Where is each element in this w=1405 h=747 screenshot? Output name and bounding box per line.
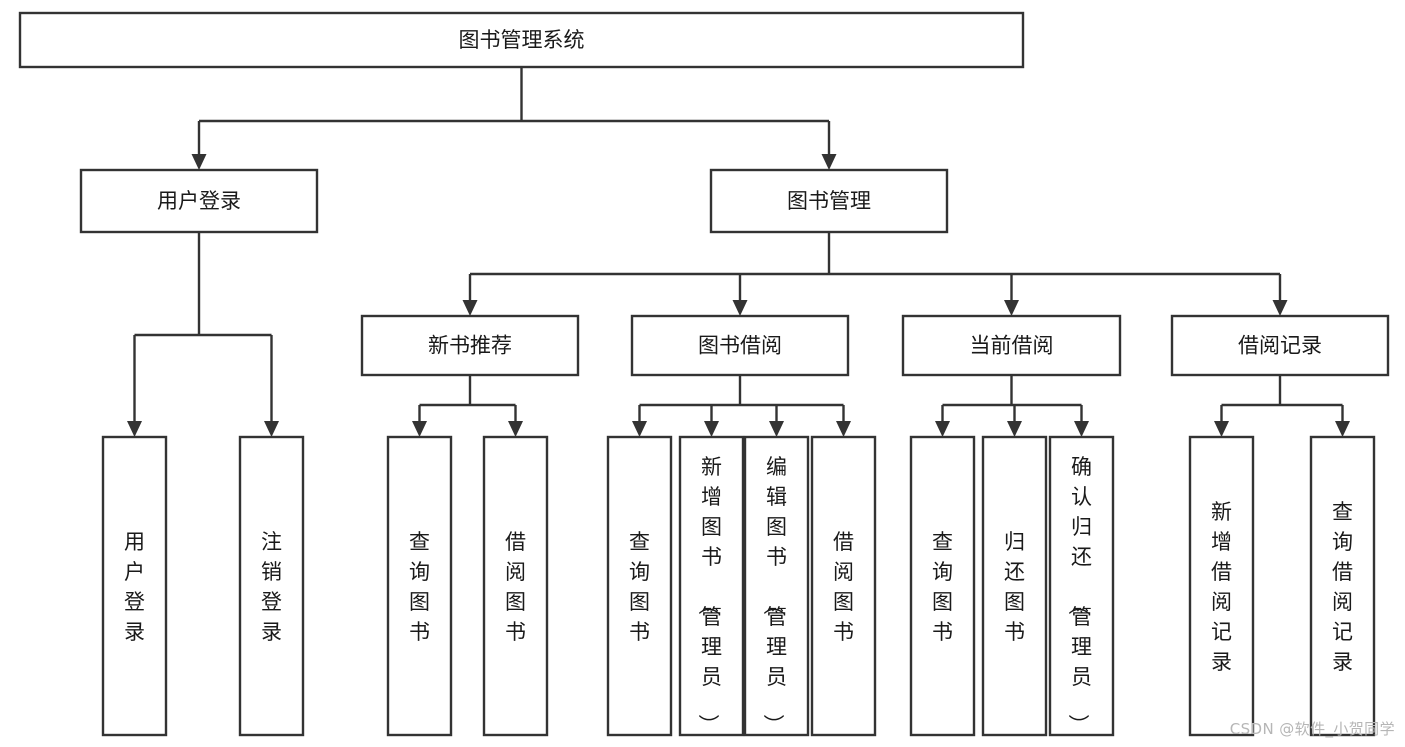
node-leaf-query-book-1-label: 查询图书: [409, 530, 430, 644]
node-leaf-query-book-2[interactable]: 查询图书: [606, 435, 673, 737]
node-leaf-query-book-3-label: 查询图书: [932, 530, 953, 644]
node-leaf-add-borrow-rec-label: 新增借阅记录: [1211, 500, 1232, 674]
node-root-system-rect[interactable]: [18, 11, 1025, 69]
user-login-to-leaves-arrow-1: [264, 421, 279, 437]
node-book-manage-rect[interactable]: [709, 168, 949, 234]
node-book-borrow-label: 图书借阅: [698, 334, 782, 358]
node-leaf-add-book[interactable]: 新增图书（管理员）: [678, 435, 745, 737]
node-leaf-add-borrow-rec[interactable]: 新增借阅记录: [1188, 435, 1255, 737]
current-borrow-to-leaves-arrow-2: [1074, 421, 1089, 437]
book-borrow-to-leaves-arrow-3: [836, 421, 851, 437]
node-leaf-borrow-book-2-label: 借阅图书: [833, 530, 854, 644]
borrow-record-to-leaves-arrow-0: [1214, 421, 1229, 437]
node-borrow-record-label: 借阅记录: [1238, 334, 1322, 358]
node-leaf-query-borrow-rec-rect[interactable]: [1309, 435, 1376, 737]
node-leaf-borrow-book-2[interactable]: 借阅图书: [810, 435, 877, 737]
node-leaf-user-login-rect[interactable]: [101, 435, 168, 737]
node-leaf-borrow-book-1-label: 借阅图书: [505, 530, 526, 644]
book-borrow-to-leaves-arrow-1: [704, 421, 719, 437]
node-user-login[interactable]: 用户登录: [79, 168, 319, 234]
csdn-watermark: CSDN @软件_小贺同学: [1229, 720, 1395, 738]
book-borrow-to-leaves-arrow-2: [769, 421, 784, 437]
connector-lines-group: [127, 67, 1350, 437]
node-leaf-borrow-book-1-rect[interactable]: [482, 435, 549, 737]
node-leaf-query-book-1[interactable]: 查询图书: [386, 435, 453, 737]
book-borrow-to-leaves-arrow-0: [632, 421, 647, 437]
node-leaf-user-login[interactable]: 用户登录: [101, 435, 168, 737]
node-leaf-add-book-rect[interactable]: [678, 435, 745, 737]
node-leaf-query-borrow-rec[interactable]: 查询借阅记录: [1309, 435, 1376, 737]
node-current-borrow[interactable]: 当前借阅: [901, 314, 1122, 377]
node-new-book-recommend-rect[interactable]: [360, 314, 580, 377]
node-root-system[interactable]: 图书管理系统: [18, 11, 1025, 69]
book-manage-to-level3-arrow-0: [462, 300, 478, 316]
root-to-level2-arrow-1: [821, 154, 837, 170]
node-leaf-query-book-2-rect[interactable]: [606, 435, 673, 737]
node-borrow-record-rect[interactable]: [1170, 314, 1390, 377]
node-book-borrow-rect[interactable]: [630, 314, 850, 377]
new-book-recommend-to-leaves-arrow-1: [508, 421, 523, 437]
new-book-recommend-to-leaves-arrow-0: [412, 421, 427, 437]
node-leaf-borrow-book-1[interactable]: 借阅图书: [482, 435, 549, 737]
node-borrow-record[interactable]: 借阅记录: [1170, 314, 1390, 377]
book-manage-to-level3-arrow-3: [1272, 300, 1288, 316]
node-leaf-borrow-book-2-rect[interactable]: [810, 435, 877, 737]
node-leaf-add-book-label: 新增图书（管理员）: [696, 455, 722, 735]
node-leaf-return-book-rect[interactable]: [981, 435, 1048, 737]
node-root-system-label: 图书管理系统: [459, 28, 585, 52]
node-user-login-rect[interactable]: [79, 168, 319, 234]
node-leaf-edit-book-label: 编辑图书（管理员）: [761, 455, 787, 735]
borrow-record-to-leaves-arrow-1: [1335, 421, 1350, 437]
node-new-book-recommend-label: 新书推荐: [428, 334, 512, 358]
node-current-borrow-label: 当前借阅: [970, 334, 1054, 358]
user-login-to-leaves-arrow-0: [127, 421, 142, 437]
node-new-book-recommend[interactable]: 新书推荐: [360, 314, 580, 377]
node-leaf-edit-book-rect[interactable]: [743, 435, 810, 737]
node-book-manage-label: 图书管理: [787, 189, 871, 213]
node-leaf-return-book-label: 归还图书: [1004, 530, 1025, 644]
node-leaf-query-borrow-rec-label: 查询借阅记录: [1332, 500, 1353, 674]
node-leaf-user-login-label: 用户登录: [124, 530, 145, 644]
node-leaf-query-book-2-label: 查询图书: [629, 530, 650, 644]
node-leaf-add-borrow-rec-rect[interactable]: [1188, 435, 1255, 737]
node-user-login-label: 用户登录: [157, 189, 241, 213]
node-leaf-edit-book[interactable]: 编辑图书（管理员）: [743, 435, 810, 737]
node-leaf-logout-login-rect[interactable]: [238, 435, 305, 737]
node-leaf-query-book-3[interactable]: 查询图书: [909, 435, 976, 737]
node-leaf-query-book-1-rect[interactable]: [386, 435, 453, 737]
node-leaf-logout-login[interactable]: 注销登录: [238, 435, 305, 737]
node-leaf-query-book-3-rect[interactable]: [909, 435, 976, 737]
node-leaf-confirm-return-label: 确认归还（管理员）: [1066, 455, 1092, 735]
current-borrow-to-leaves-arrow-0: [935, 421, 950, 437]
node-book-manage[interactable]: 图书管理: [709, 168, 949, 234]
node-current-borrow-rect[interactable]: [901, 314, 1122, 377]
book-manage-to-level3-arrow-2: [1004, 300, 1019, 316]
current-borrow-to-leaves-arrow-1: [1007, 421, 1022, 437]
node-leaf-confirm-return[interactable]: 确认归还（管理员）: [1048, 435, 1115, 737]
node-leaf-logout-login-label: 注销登录: [261, 530, 282, 644]
root-to-level2-arrow-0: [191, 154, 207, 170]
node-leaf-return-book[interactable]: 归还图书: [981, 435, 1048, 737]
node-book-borrow[interactable]: 图书借阅: [630, 314, 850, 377]
node-boxes-group: 图书管理系统用户登录图书管理新书推荐图书借阅当前借阅借阅记录用户登录注销登录查询…: [18, 11, 1390, 737]
node-leaf-confirm-return-rect[interactable]: [1048, 435, 1115, 737]
book-manage-to-level3-arrow-1: [732, 300, 748, 316]
